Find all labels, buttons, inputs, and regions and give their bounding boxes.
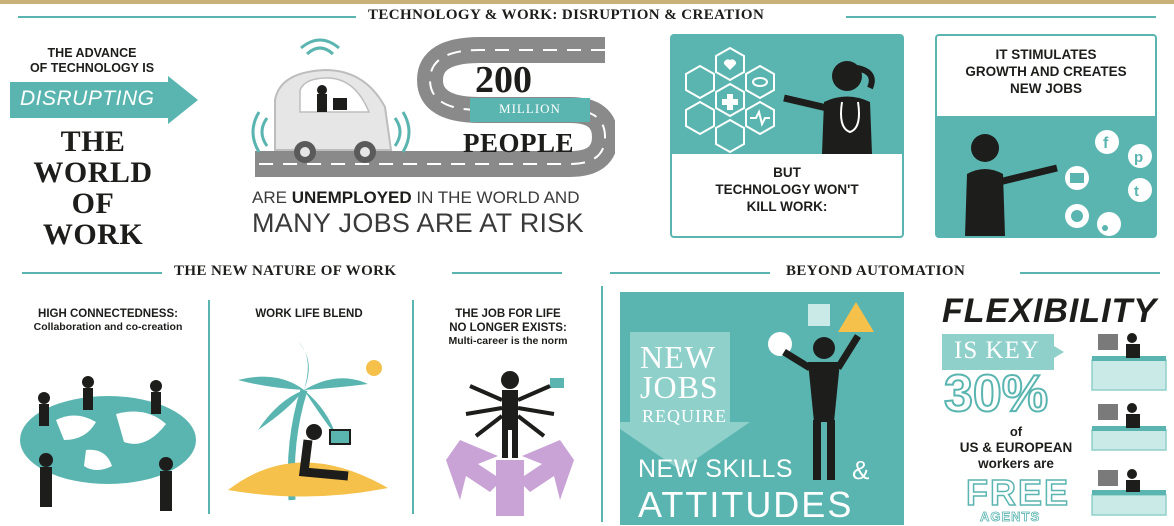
unemployed-line1: ARE UNEMPLOYED IN THE WORLD AND: [252, 188, 579, 208]
people-label: PEOPLE: [463, 128, 575, 158]
svg-text:f: f: [1103, 135, 1109, 152]
wont-kill-line3: KILL WORK:: [746, 199, 828, 214]
social-illustration: f p t: [937, 116, 1155, 236]
attitudes-label: ATTITUDES: [638, 484, 854, 525]
stimulates-line2: GROWTH AND CREATES: [965, 64, 1127, 79]
new-jobs-illustration: [620, 302, 874, 480]
require-label: REQUIRE: [642, 406, 727, 426]
col-divider-1: [208, 300, 210, 514]
world-of-work: THE WORLD OF WORK: [14, 126, 172, 250]
unemployed-number: 200: [475, 59, 532, 101]
new-label: NEW: [640, 339, 716, 375]
work-life-title: WORK LIFE BLEND: [255, 308, 363, 320]
svg-text:t: t: [1134, 183, 1139, 200]
percent-label: 30%: [943, 364, 1049, 424]
new-nature-title: THE NEW NATURE OF WORK: [174, 263, 397, 279]
wont-kill-line1: BUT: [773, 165, 801, 180]
new-nature-rule-right: [452, 272, 562, 274]
header-rule-right: [846, 16, 1156, 18]
work-life-column: WORK LIFE BLEND: [212, 307, 406, 321]
island-icon: [228, 342, 388, 501]
advance-line2: OF TECHNOLOGY IS: [29, 61, 155, 75]
globe-people-icon: [20, 376, 196, 511]
social-network-icon: f p t: [965, 130, 1152, 236]
agents-label: AGENTS: [980, 509, 1041, 525]
jobs-label: JOBS: [640, 369, 719, 405]
beyond-title: BEYOND AUTOMATION: [786, 263, 966, 279]
job-for-life-column: THE JOB FOR LIFE NO LONGER EXISTS: Multi…: [416, 307, 600, 348]
job-for-life-title1: THE JOB FOR LIFE: [455, 308, 561, 320]
beyond-rule-right: [1020, 272, 1160, 274]
unemployed-pre: ARE: [252, 188, 292, 207]
disrupting-panel: THE ADVANCE OF TECHNOLOGY IS: [12, 46, 172, 76]
section-divider: [601, 286, 603, 522]
new-nature-rule-left: [22, 272, 162, 274]
flexibility-title: FLEXIBILITY: [942, 292, 1157, 330]
us-eu-label: US & EUROPEAN: [959, 440, 1073, 455]
disrupting-label: DISRUPTING: [20, 87, 155, 110]
multi-career-icon: [446, 371, 574, 516]
wont-kill-illustration: [672, 36, 902, 154]
medical-hexagons-icon: [685, 46, 875, 154]
jobs-at-risk: MANY JOBS ARE AT RISK: [252, 208, 584, 238]
wont-kill-text: BUT TECHNOLOGY WON'T KILL WORK:: [672, 164, 902, 215]
is-key-banner-icon: [942, 334, 1064, 370]
million-label: MILLION: [499, 101, 561, 116]
unemployed-bold: UNEMPLOYED: [291, 188, 412, 207]
free-label: FREE: [965, 471, 1071, 514]
new-skills-label: NEW SKILLS: [638, 455, 794, 483]
road-illustration: [251, 37, 615, 177]
stimulates-text: IT STIMULATES GROWTH AND CREATES NEW JOB…: [937, 46, 1155, 97]
top-border: [0, 0, 1174, 4]
big-work: WORK: [42, 218, 144, 251]
connectedness-column: HIGH CONNECTEDNESS: Collaboration and co…: [12, 307, 204, 334]
is-key-label: IS KEY: [954, 337, 1040, 364]
job-for-life-title2: NO LONGER EXISTS:: [449, 322, 567, 334]
connectedness-title: HIGH CONNECTEDNESS:: [38, 308, 178, 320]
big-of: OF: [71, 187, 115, 220]
stimulates-line3: NEW JOBS: [1009, 81, 1082, 96]
advance-line1: THE ADVANCE: [47, 46, 137, 60]
disrupting-arrow-icon: [10, 76, 198, 124]
big-the: THE: [60, 125, 126, 158]
unemployed-post: IN THE WORLD AND: [411, 188, 580, 207]
col-divider-2: [412, 300, 414, 514]
stimulates-panel: IT STIMULATES GROWTH AND CREATES NEW JOB…: [935, 34, 1157, 238]
wont-kill-panel: BUT TECHNOLOGY WON'T KILL WORK:: [670, 34, 904, 238]
stimulates-line1: IT STIMULATES: [995, 47, 1097, 62]
svg-text:p: p: [1134, 149, 1143, 166]
of-label: of: [1009, 424, 1023, 439]
workers-label: workers are: [978, 456, 1054, 471]
header-rule-left: [18, 16, 356, 18]
amp-label: &: [852, 455, 870, 485]
new-jobs-panel: NEW JOBS REQUIRE NEW SKILLS & ATTITUDES: [620, 292, 904, 525]
beyond-rule-left: [610, 272, 770, 274]
connectedness-sub: Collaboration and co-creation: [33, 321, 183, 333]
desk-workers-icon: [1091, 333, 1167, 516]
page-title: TECHNOLOGY & WORK: DISRUPTION & CREATION: [368, 7, 765, 23]
wont-kill-line2: TECHNOLOGY WON'T: [715, 182, 859, 197]
job-for-life-sub: Multi-career is the norm: [448, 335, 568, 347]
big-world: WORLD: [33, 156, 153, 189]
